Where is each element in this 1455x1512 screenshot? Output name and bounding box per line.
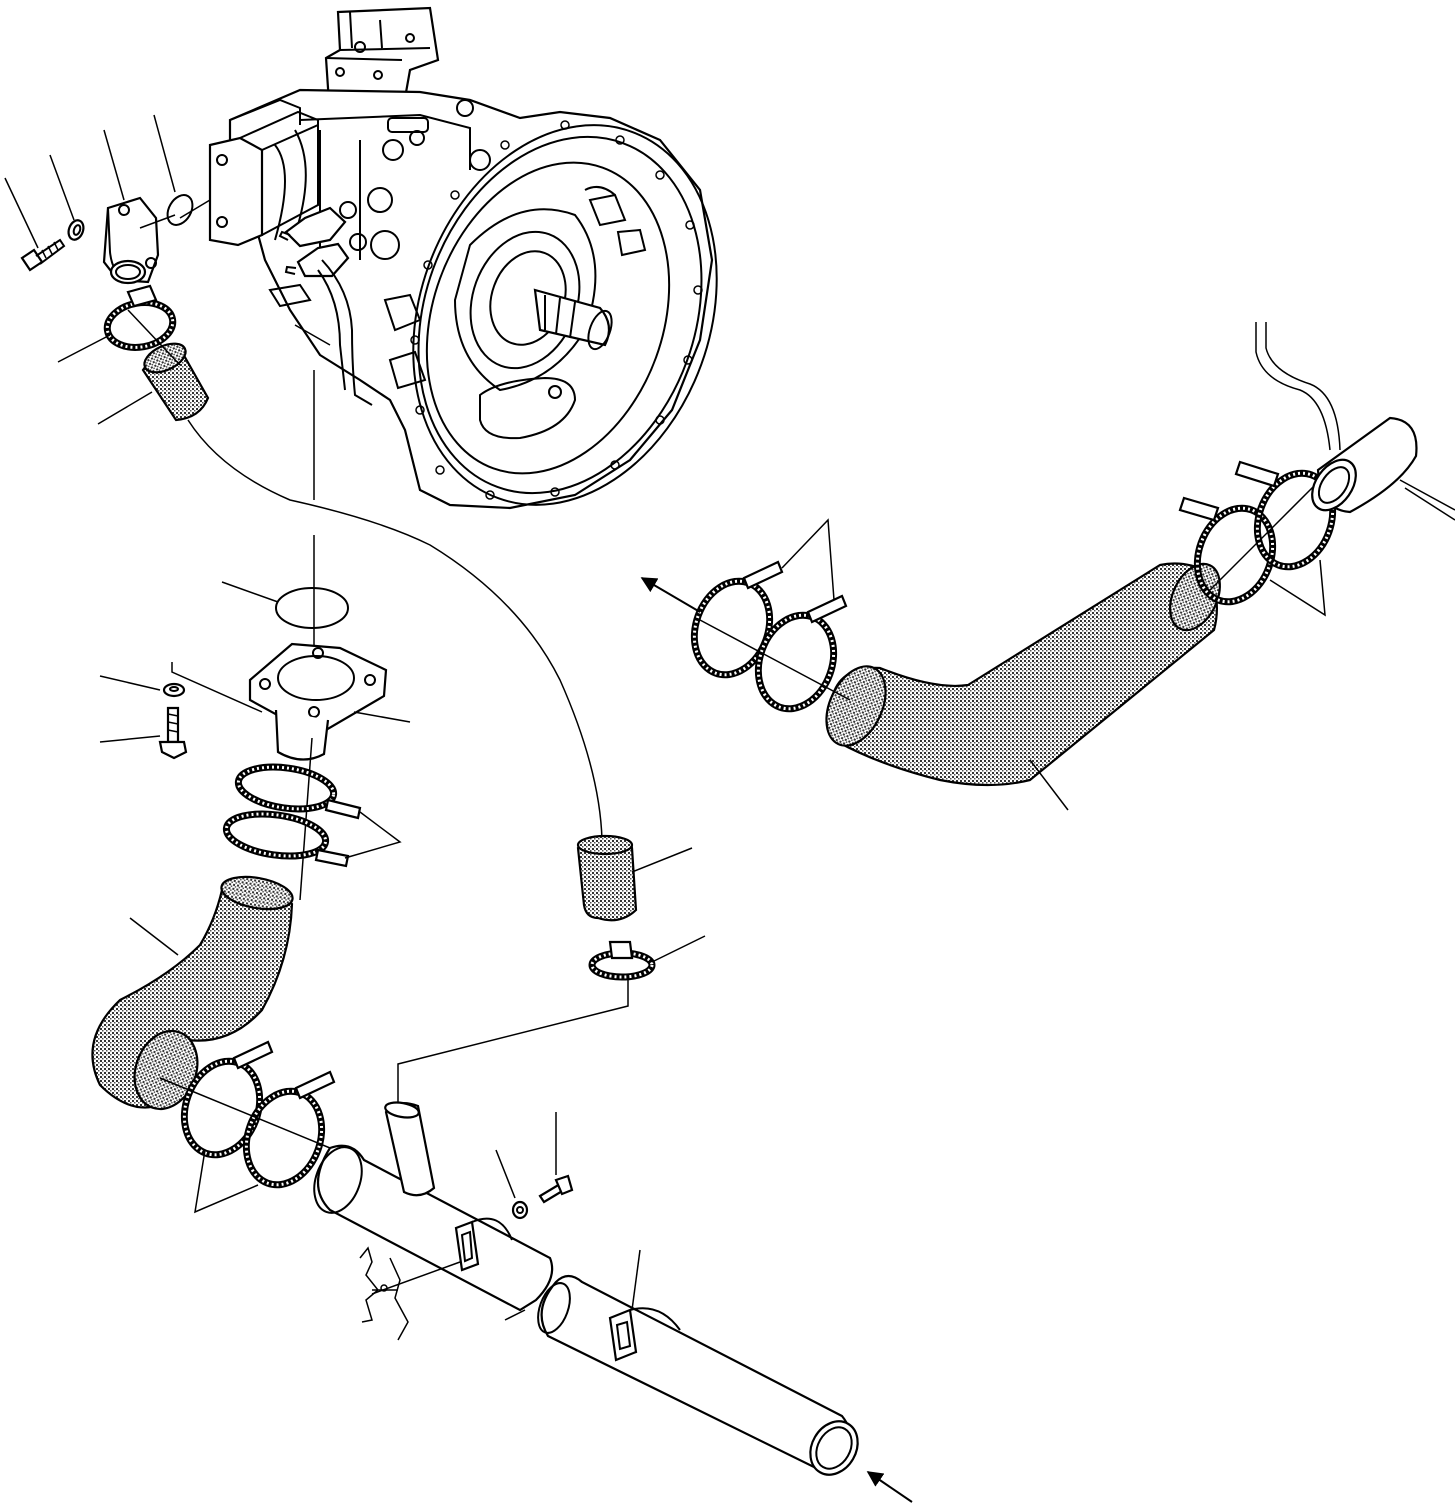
suction-hose-long xyxy=(825,562,1221,811)
hose-clamps-mid xyxy=(222,763,402,868)
hose-clamps-right-left xyxy=(690,518,851,713)
o-ring-upper xyxy=(153,114,194,226)
suction-elbow-flange xyxy=(102,129,176,285)
hose-clamp-mid-right xyxy=(588,935,706,981)
washer-lower xyxy=(495,1149,529,1220)
flow-arrow-in xyxy=(866,1471,913,1503)
connector-line-mid-right xyxy=(397,980,629,1110)
suction-flange xyxy=(171,642,411,761)
hydraulic-pump xyxy=(208,6,718,510)
bolt-mid xyxy=(99,706,188,760)
bolt-lower xyxy=(538,1112,574,1204)
break-mark xyxy=(359,1246,461,1341)
drain-line xyxy=(187,419,603,841)
washer-upper-left xyxy=(49,154,85,241)
bolt-upper-left xyxy=(4,177,66,272)
hose-clamps-lower-left xyxy=(159,1040,336,1214)
drain-hose-lower xyxy=(576,834,693,922)
flow-arrow-out xyxy=(640,577,701,613)
suction-tube xyxy=(313,1101,554,1312)
pump-leader-lines xyxy=(179,199,331,690)
hose-clamp-upper-left xyxy=(57,284,177,363)
o-ring-mid xyxy=(221,581,349,629)
radiator-outlet-pipe xyxy=(1255,322,1455,521)
drain-hose-upper xyxy=(97,309,210,425)
hose-clamps-right-right xyxy=(1178,460,1337,617)
suction-hose-bent xyxy=(91,875,294,1111)
tube-extension xyxy=(504,1249,859,1476)
washer-mid xyxy=(99,675,186,698)
